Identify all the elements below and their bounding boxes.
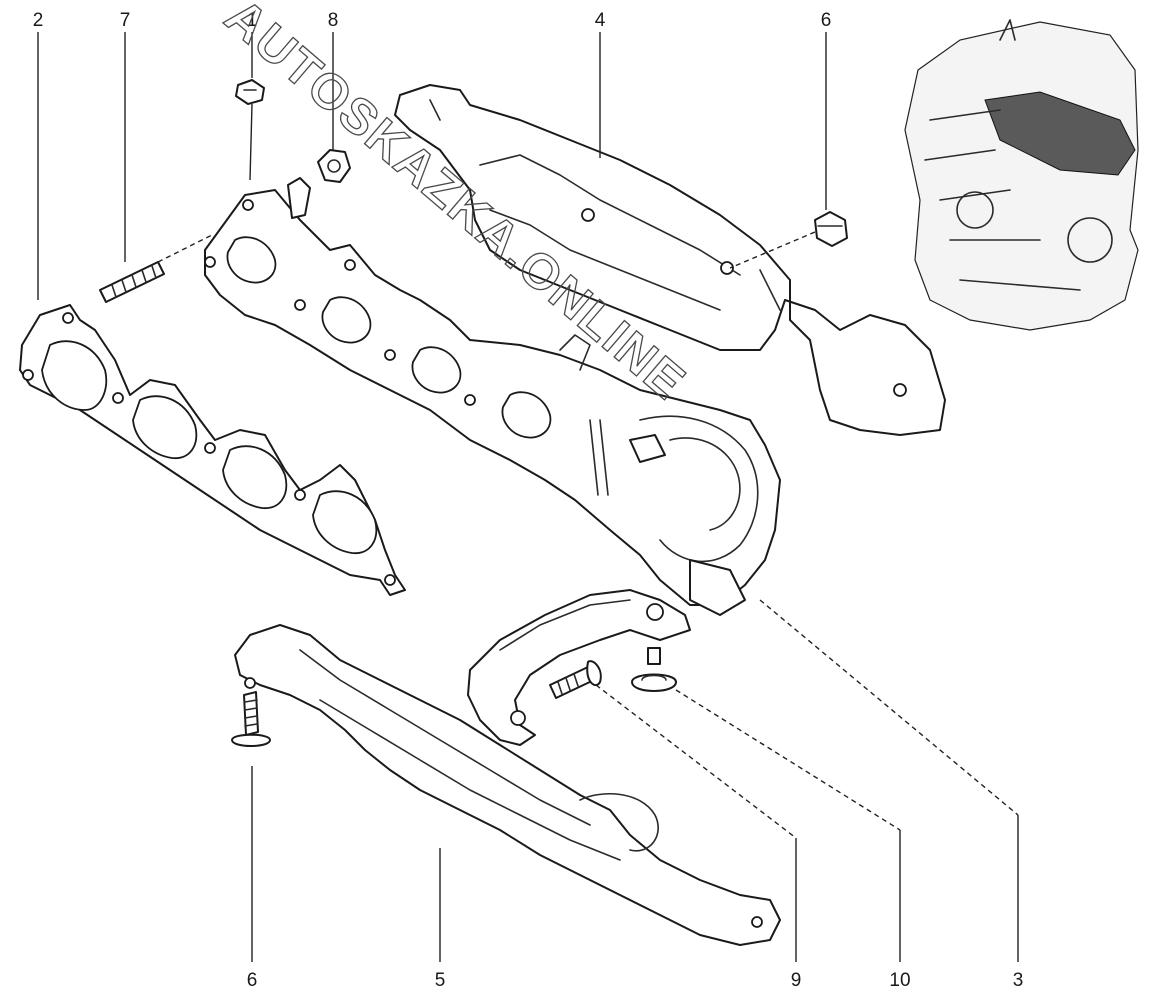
- callout-7: 7: [120, 10, 131, 31]
- callout-3: 3: [1013, 970, 1024, 991]
- bracket-nut: [631, 647, 677, 692]
- stud: [99, 261, 165, 303]
- callout-numbers: 2 7 1 8 4 6 6 5 9 10 3: [33, 10, 1024, 991]
- callout-4: 4: [595, 10, 606, 31]
- callout-6-top: 6: [821, 10, 832, 31]
- upper-heat-shield: [394, 84, 946, 436]
- callout-8: 8: [328, 10, 339, 31]
- lower-heat-shield: [234, 624, 781, 946]
- callout-5: 5: [435, 970, 446, 991]
- manifold-bracket: [467, 589, 691, 746]
- callout-6-bottom: 6: [247, 970, 258, 991]
- manifold-gasket: [19, 304, 406, 596]
- bracket-bolt: [549, 660, 602, 699]
- callout-1: 1: [247, 10, 258, 31]
- flange-nut: [317, 149, 351, 183]
- bolt-upper: [814, 211, 848, 247]
- leader-lines: [37, 32, 1019, 962]
- engine-thumbnail: [904, 19, 1139, 331]
- exhaust-manifold: [204, 177, 781, 616]
- bolt-lower: [231, 691, 271, 747]
- callout-9: 9: [791, 970, 802, 991]
- callout-2: 2: [33, 10, 44, 31]
- nut: [235, 79, 265, 105]
- callout-10: 10: [889, 970, 910, 991]
